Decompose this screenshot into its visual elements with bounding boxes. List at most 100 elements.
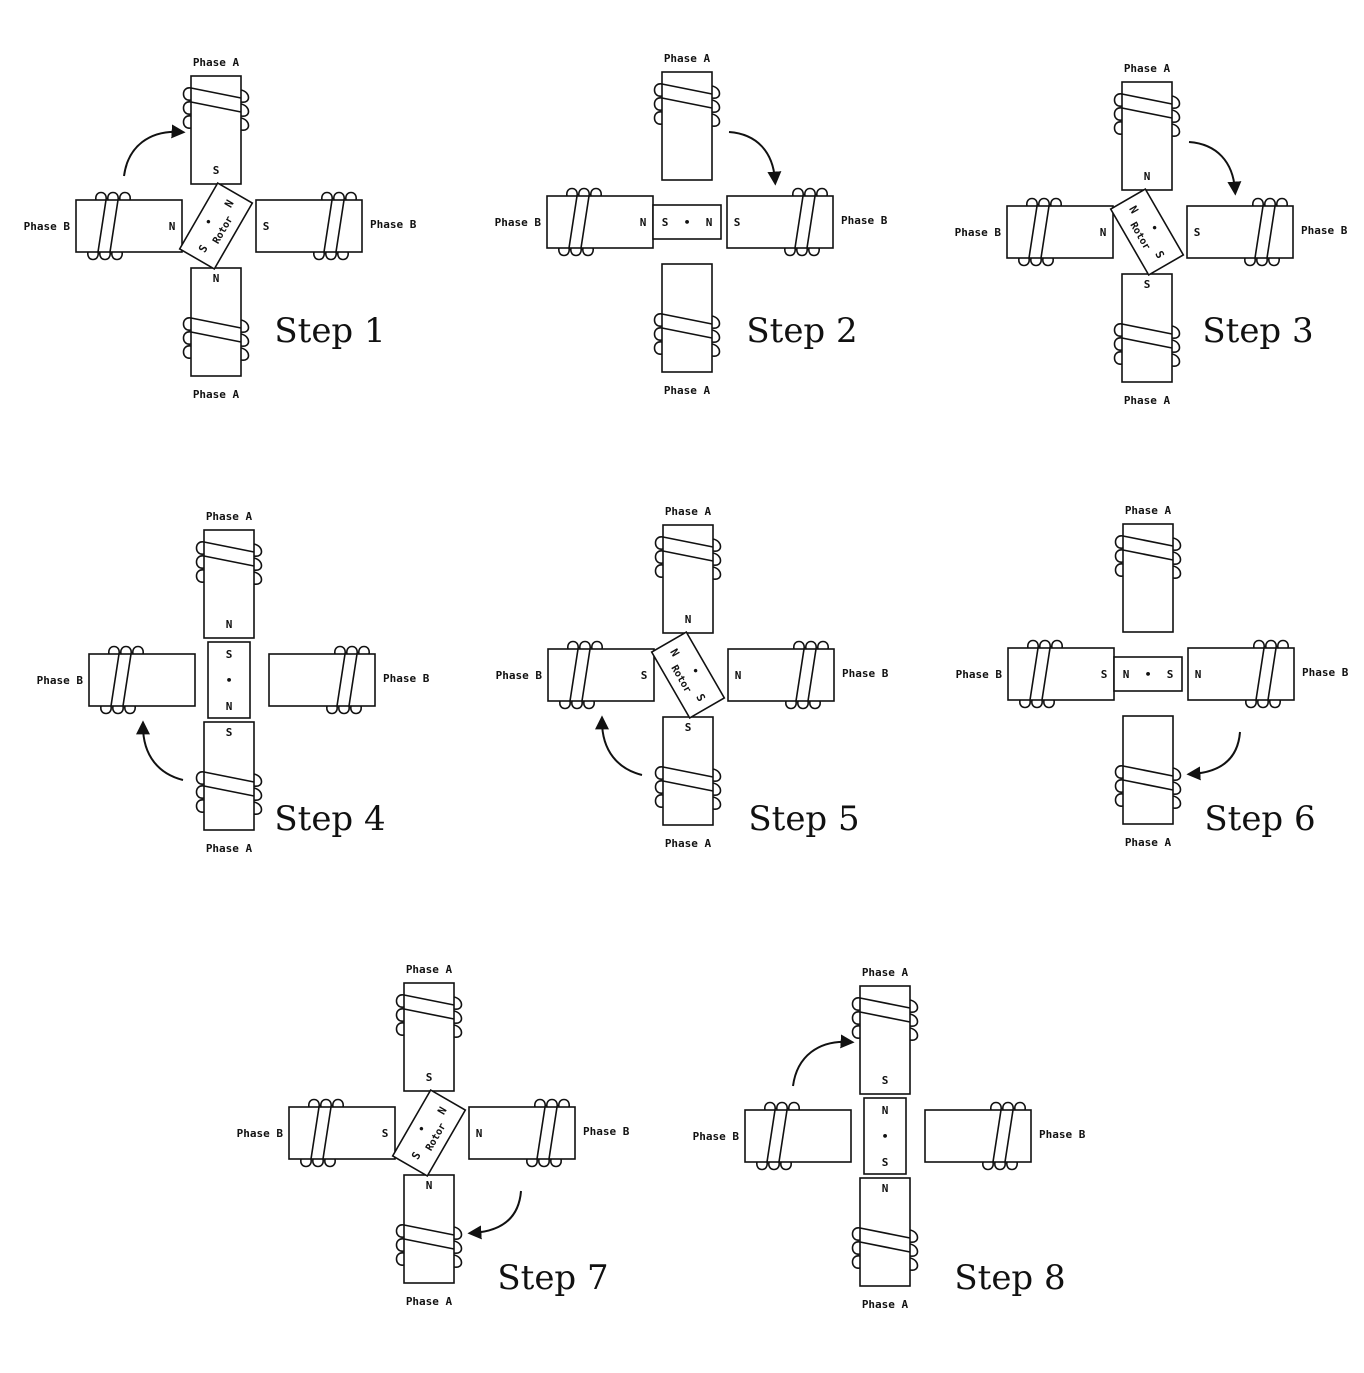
coil-bottom — [654, 766, 722, 810]
pole-label-bottom: N — [426, 1179, 433, 1192]
coil-left — [1019, 639, 1063, 709]
rotor-body — [178, 181, 254, 271]
step-title: Step 3 — [1202, 311, 1313, 351]
stator-top — [190, 75, 242, 185]
rotor-center-dot: • — [416, 1124, 429, 1135]
coil-left — [300, 1098, 344, 1168]
pole-label-right: N — [1195, 668, 1202, 681]
phase-b-label-right: Phase B — [583, 1125, 630, 1138]
phase-b-label-left: Phase B — [237, 1127, 284, 1140]
pole-label-bottom: N — [213, 272, 220, 285]
coil-left — [87, 191, 131, 261]
rotor-body — [1113, 656, 1183, 692]
pole-label-top: S — [426, 1071, 433, 1084]
rotor-center-dot: • — [684, 216, 691, 229]
coil-bottom — [653, 313, 721, 357]
phase-a-label-top: Phase A — [862, 966, 909, 979]
coil-right — [526, 1098, 570, 1168]
phase-b-label-right: Phase B — [383, 672, 430, 685]
rotation-arrow — [136, 720, 184, 781]
coil-top — [654, 536, 722, 580]
rotor-center-dot: • — [203, 217, 216, 228]
phase-b-label-left: Phase B — [955, 226, 1002, 239]
pole-label-left: S — [1101, 668, 1108, 681]
rotor-body — [652, 204, 722, 240]
pole-label-bottom: S — [226, 726, 233, 739]
coil-right — [1245, 639, 1289, 709]
phase-b-label-right: Phase B — [1301, 224, 1348, 237]
stator-right — [1186, 205, 1294, 259]
stator-left — [744, 1109, 852, 1163]
phase-a-label-bottom: Phase A — [206, 842, 253, 855]
phase-b-label-right: Phase B — [1039, 1128, 1086, 1141]
coil-top — [1113, 93, 1181, 137]
stator-left — [1006, 205, 1114, 259]
rotor-pole-1: N — [882, 1104, 889, 1117]
stator-right — [924, 1109, 1032, 1163]
coil-top — [851, 997, 919, 1041]
phase-b-label-right: Phase B — [370, 218, 417, 231]
coil-right — [313, 191, 357, 261]
rotation-arrow — [792, 1034, 855, 1087]
stator-left — [75, 199, 183, 253]
pole-label-right: S — [734, 216, 741, 229]
phase-a-label-top: Phase A — [406, 963, 453, 976]
rotor-pole-2: S — [882, 1156, 889, 1169]
coil-top — [1114, 535, 1182, 579]
stator-bottom — [1122, 715, 1174, 825]
coil-right — [982, 1101, 1026, 1171]
pole-label-right: S — [263, 220, 270, 233]
coil-bottom — [182, 317, 250, 361]
stator-left — [546, 195, 654, 249]
rotor-body — [207, 641, 251, 719]
stator-bottom — [203, 721, 255, 831]
coil-left — [559, 640, 603, 710]
stator-right — [255, 199, 363, 253]
coil-bottom — [395, 1224, 463, 1268]
stator-right — [268, 653, 376, 707]
rotor-center-dot: • — [1145, 668, 1152, 681]
stator-right — [1187, 647, 1295, 701]
pole-label-left: N — [640, 216, 647, 229]
phase-a-label-bottom: Phase A — [406, 1295, 453, 1308]
stator-top — [403, 982, 455, 1092]
pole-label-right: N — [735, 669, 742, 682]
step-title: Step 6 — [1204, 799, 1315, 839]
coil-right — [784, 187, 828, 257]
pole-label-bottom: S — [1144, 278, 1151, 291]
coil-top — [653, 83, 721, 127]
pole-label-top: S — [882, 1074, 889, 1087]
rotor-body — [1109, 187, 1185, 277]
coil-left — [558, 187, 602, 257]
pole-label-top: N — [226, 618, 233, 631]
step-title: Step 1 — [274, 311, 385, 351]
stator-right — [726, 195, 834, 249]
coil-right — [785, 640, 829, 710]
stator-left — [288, 1106, 396, 1160]
rotation-arrow — [467, 1190, 522, 1240]
rotor-pole-1: S — [226, 648, 233, 661]
phase-b-label-left: Phase B — [37, 674, 84, 687]
stator-top — [661, 71, 713, 181]
step-title: Step 7 — [497, 1258, 608, 1298]
rotor: S•N — [652, 204, 722, 240]
phase-a-label-bottom: Phase A — [862, 1298, 909, 1311]
phase-a-label-top: Phase A — [665, 505, 712, 518]
step-title: Step 5 — [748, 799, 859, 839]
stator-top — [859, 985, 911, 1095]
pole-label-left: N — [1100, 226, 1107, 239]
rotation-arrow — [123, 124, 186, 177]
rotor: S•N — [207, 641, 251, 719]
phase-a-label-top: Phase A — [1124, 62, 1171, 75]
coil-left — [756, 1101, 800, 1171]
step-title: Step 8 — [954, 1258, 1065, 1298]
